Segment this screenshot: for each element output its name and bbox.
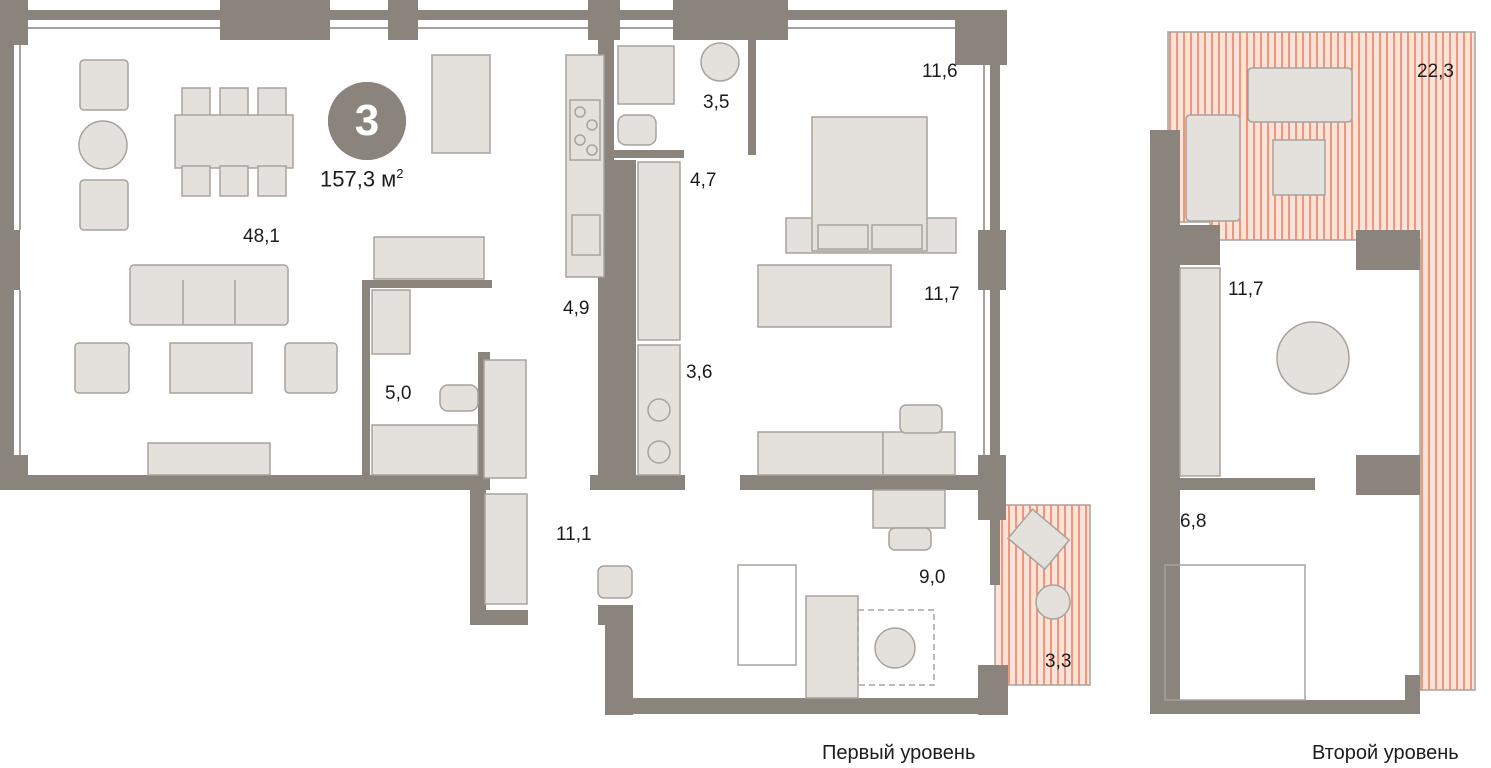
shower-furniture <box>617 42 740 146</box>
room-area-bath-main: 5,0 <box>385 383 412 404</box>
total-area: 157,3 м2 <box>320 166 404 192</box>
windows <box>19 27 985 455</box>
wardrobe-furniture <box>484 161 681 605</box>
room-area-bedroom-2: 11,7 <box>924 284 960 305</box>
bedroom-2-furniture <box>757 264 956 476</box>
room-area-study: 9,0 <box>919 567 946 588</box>
room-area-shower: 3,5 <box>703 92 730 113</box>
room-area-stair-hall: 6,8 <box>1180 511 1207 532</box>
room-area-bedroom-1: 11,6 <box>922 61 958 82</box>
room-area-hall: 11,1 <box>556 524 592 545</box>
room-area-kitchen: 4,9 <box>563 298 590 319</box>
room-area-laundry: 3,6 <box>686 362 713 383</box>
total-area-value: 157,3 м <box>320 166 397 192</box>
bath-furniture <box>371 236 527 479</box>
study-furniture <box>597 489 1071 699</box>
room-area-wardrobe: 4,7 <box>690 170 717 191</box>
kitchen-furniture <box>565 54 605 278</box>
area-unit-sup: 2 <box>396 166 404 181</box>
living-furniture <box>74 54 491 476</box>
rooms-count-badge: 3 <box>328 82 406 160</box>
bedroom-1-furniture <box>785 116 957 254</box>
room-area-dining: 11,7 <box>1228 279 1264 300</box>
room-area-balcony: 3,3 <box>1045 651 1072 672</box>
room-area-living: 48,1 <box>243 226 280 247</box>
caption-first-level: Первый уровень <box>822 742 976 764</box>
second-level-plan <box>1150 31 1476 714</box>
caption-second-level: Второй уровень <box>1312 742 1459 764</box>
first-level-plan <box>0 0 1091 715</box>
room-area-terrace: 22,3 <box>1417 61 1454 82</box>
